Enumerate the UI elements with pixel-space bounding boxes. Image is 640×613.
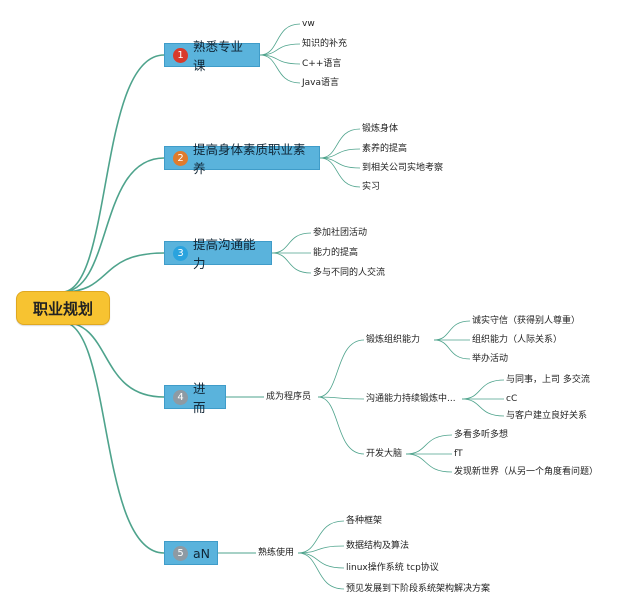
number-5-icon: 5	[173, 545, 188, 561]
leaf-2-2: 素养的提高	[362, 144, 408, 154]
connector-line-2	[61, 157, 165, 293]
sub-node-4: 成为程序员	[266, 392, 312, 402]
leaf-4-1-1: 诚实守信（获得别人尊重）	[472, 316, 581, 326]
leaf-1-3: C++语言	[302, 59, 342, 69]
branch-label-1: 熟悉专业课	[193, 39, 244, 73]
leaf-4-3-2: fT	[454, 449, 463, 459]
leaf-2-4: 实习	[362, 182, 381, 192]
leaf-1-2: 知识的补充	[302, 39, 348, 49]
branch-node-4[interactable]: 4 进而	[164, 381, 226, 415]
leaf-5-1: 各种框架	[346, 516, 383, 526]
leaf-2-3: 到相关公司实地考察	[362, 163, 444, 173]
leaf-4-3-1: 多看多听多想	[454, 430, 509, 440]
connector-line-16	[271, 252, 312, 274]
connector-line-34	[297, 552, 345, 590]
connector-line-23	[433, 339, 471, 360]
connector-line-10	[319, 128, 361, 159]
leaf-4-2-3: 与客户建立良好关系	[506, 411, 588, 421]
connector-line-31	[297, 520, 345, 554]
connector-line-5	[61, 321, 165, 554]
connector-line-11	[319, 148, 361, 159]
connector-line-33	[297, 552, 345, 569]
group-4-3: 开发大脑	[366, 449, 403, 459]
branch-label-3: 提高沟通能力	[193, 237, 256, 271]
root-node[interactable]: 职业规划	[16, 291, 110, 325]
leaf-4-1-3: 举办活动	[472, 354, 509, 364]
leaf-5-4: 预见发展到下阶段系统架构解决方案	[346, 584, 491, 594]
leaf-1-1: vw	[302, 19, 315, 29]
connector-line-29	[405, 453, 453, 473]
connector-line-14	[271, 232, 312, 254]
leaf-4-1-2: 组织能力（人际关系）	[472, 335, 563, 345]
number-3-icon: 3	[173, 245, 188, 261]
leaf-4-3-3: 发现新世界（从另一个角度看问题）	[454, 467, 599, 477]
branch-node-5[interactable]: 5 aN	[164, 541, 218, 565]
connector-line-20	[317, 396, 365, 455]
connector-line-3	[61, 252, 165, 293]
connector-line-18	[317, 339, 365, 398]
connector-line-7	[259, 43, 301, 56]
leaf-3-2: 能力的提高	[313, 248, 359, 258]
leaf-3-3: 多与不同的人交流	[313, 268, 386, 278]
leaf-2-1: 锻炼身体	[362, 124, 399, 134]
branch-label-2: 提高身体素质职业素养	[193, 142, 306, 176]
group-4-2: 沟通能力持续锻炼中...	[366, 394, 456, 404]
leaf-5-2: 数据结构及算法	[346, 541, 410, 551]
branch-node-2[interactable]: 2 提高身体素质职业素养	[164, 142, 320, 176]
leaf-4-2-1: 与同事，上司 多交流	[506, 375, 590, 385]
connector-line-32	[297, 545, 345, 554]
connector-line-24	[461, 379, 505, 400]
leaf-4-2-2: cC	[506, 394, 518, 404]
connector-line-26	[461, 398, 505, 417]
group-4-1: 锻炼组织能力	[366, 335, 421, 345]
leaf-5-3: linux操作系统 tcp协议	[346, 563, 439, 573]
branch-node-1[interactable]: 1 熟悉专业课	[164, 39, 260, 73]
number-2-icon: 2	[173, 150, 188, 166]
connector-line-27	[405, 434, 453, 455]
connector-line-9	[259, 54, 301, 84]
sub-node-5: 熟练使用	[258, 548, 295, 558]
connector-line-4	[61, 321, 165, 398]
branch-label-4: 进而	[193, 381, 206, 415]
number-1-icon: 1	[173, 47, 188, 63]
leaf-1-4: Java语言	[302, 78, 340, 88]
connector-line-21	[433, 320, 471, 341]
connector-line-19	[317, 396, 365, 400]
leaf-3-1: 参加社团活动	[313, 228, 368, 238]
branch-label-5: aN	[193, 545, 211, 561]
connector-line-13	[319, 157, 361, 188]
branch-node-3[interactable]: 3 提高沟通能力	[164, 237, 272, 271]
root-label: 职业规划	[32, 299, 93, 318]
connector-line-1	[61, 54, 165, 293]
connector-line-6	[259, 23, 301, 56]
number-4-icon: 4	[173, 389, 188, 405]
